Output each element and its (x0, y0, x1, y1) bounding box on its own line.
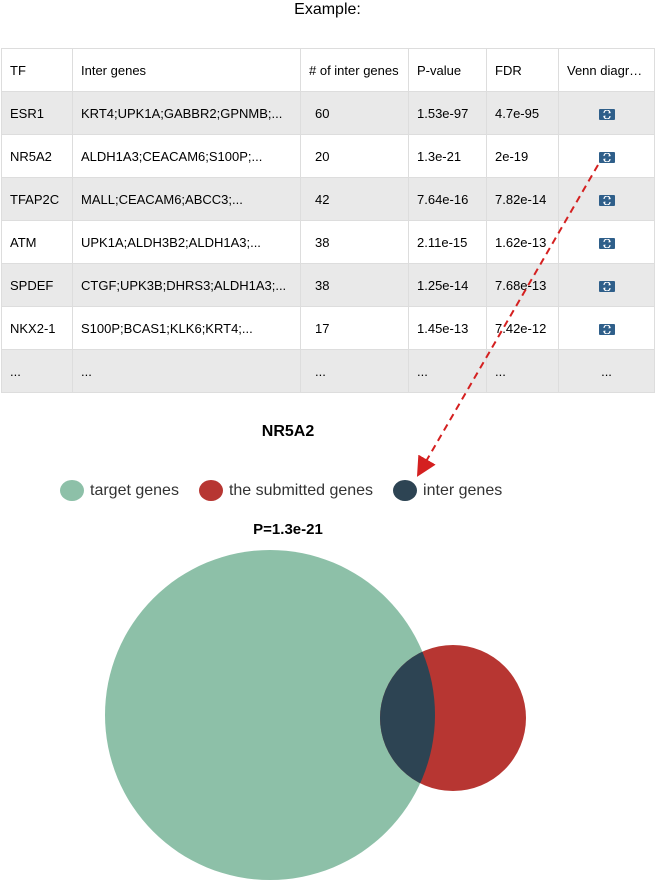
venn-intersection (380, 645, 435, 791)
cell-count: 17 (300, 306, 409, 350)
legend-item-inter: inter genes (393, 480, 502, 501)
col-header-pvalue: P-value (408, 48, 487, 92)
cell-count: 42 (300, 177, 409, 221)
table-header-row: TF Inter genes # of inter genes P-value … (1, 48, 655, 92)
cell-inter-genes: ALDH1A3;CEACAM6;S100P;... (72, 134, 301, 178)
legend-label-submitted: the submitted genes (228, 481, 374, 499)
col-header-venn: Venn diagram (558, 48, 655, 92)
cell-tf: ATM (1, 220, 73, 264)
refresh-icon (602, 152, 611, 162)
cell-tf: ESR1 (1, 91, 73, 135)
col-header-fdr: FDR (486, 48, 559, 92)
legend-item-submitted: the submitted genes (198, 480, 374, 501)
cell-tf: NR5A2 (1, 134, 73, 178)
cell-inter-genes: ... (72, 349, 301, 393)
venn-diagram-button[interactable] (598, 237, 615, 249)
cell-fdr: 4.7e-95 (486, 91, 559, 135)
cell-inter-genes: UPK1A;ALDH3B2;ALDH1A3;... (72, 220, 301, 264)
venn-legend: target genes the submitted genes inter g… (60, 480, 522, 501)
refresh-icon (602, 238, 611, 248)
cell-count: 20 (300, 134, 409, 178)
cell-inter-genes: CTGF;UPK3B;DHRS3;ALDH1A3;... (72, 263, 301, 307)
cell-pvalue: 1.53e-97 (408, 91, 487, 135)
example-heading: Example: (294, 1, 361, 18)
venn-pvalue: P=1.3e-21 (253, 521, 323, 538)
cell-venn (558, 134, 655, 178)
cell-inter-genes: KRT4;UPK1A;GABBR2;GPNMB;... (72, 91, 301, 135)
cell-count: ... (300, 349, 409, 393)
refresh-icon (602, 195, 611, 205)
venn-circle-target (105, 550, 435, 880)
col-header-count: # of inter genes (300, 48, 409, 92)
venn-title: NR5A2 (261, 423, 315, 440)
venn-diagram-button[interactable] (598, 151, 615, 163)
legend-item-target: target genes (60, 480, 179, 501)
venn-diagram-button[interactable] (598, 280, 615, 292)
refresh-icon (602, 109, 611, 119)
cell-count: 38 (300, 220, 409, 264)
refresh-icon (602, 281, 611, 291)
legend-label-target: target genes (90, 481, 179, 499)
legend-label-inter: inter genes (423, 481, 503, 499)
cell-inter-genes: S100P;BCAS1;KLK6;KRT4;... (72, 306, 301, 350)
venn-diagram-button[interactable] (598, 108, 615, 120)
legend-swatch-target (60, 480, 84, 501)
cell-inter-genes: MALL;CEACAM6;ABCC3;... (72, 177, 301, 221)
cell-tf: SPDEF (1, 263, 73, 307)
refresh-icon (602, 324, 611, 334)
cell-venn (558, 91, 655, 135)
legend-swatch-submitted (198, 480, 223, 501)
cell-tf: NKX2-1 (1, 306, 73, 350)
cell-tf: TFAP2C (1, 177, 73, 221)
venn-diagram-button[interactable] (598, 194, 615, 206)
legend-swatch-inter (393, 480, 418, 501)
venn-diagram-button[interactable] (598, 323, 615, 335)
